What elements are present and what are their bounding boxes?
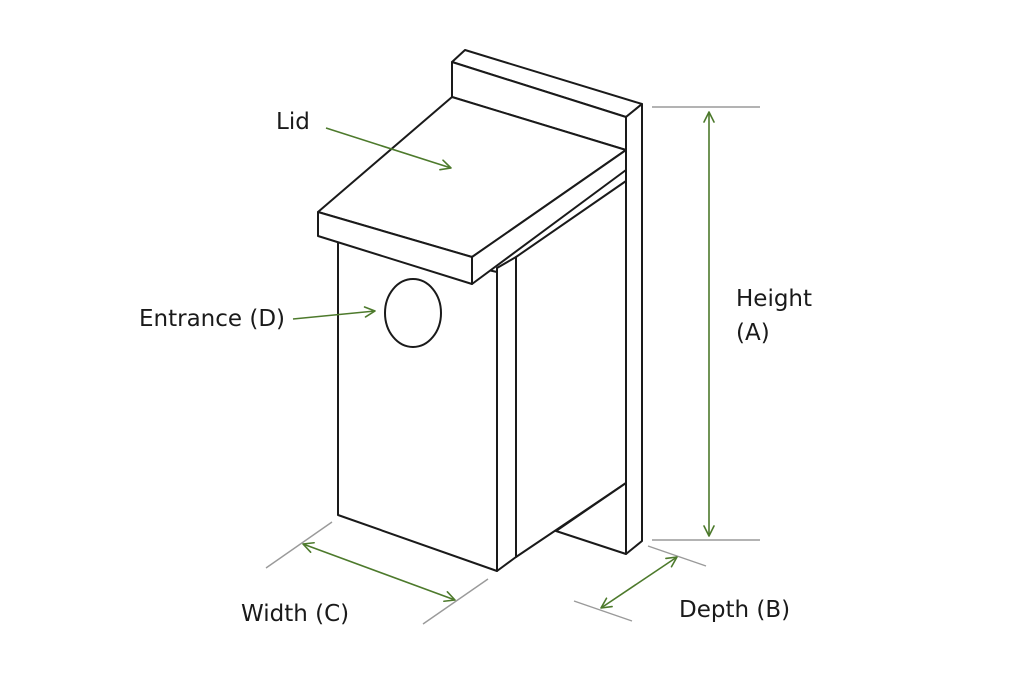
lid-label: Lid <box>276 109 310 135</box>
back-board-side <box>625 103 643 555</box>
height-label-line1: Height <box>736 286 812 312</box>
back-board-lower <box>555 482 627 555</box>
lid <box>317 96 627 285</box>
width-dimension-arrow <box>302 541 456 603</box>
front-board-edge <box>496 256 517 572</box>
depth-dimension-arrow <box>600 556 678 609</box>
depth-guide-front <box>573 600 633 622</box>
lid-pointer-arrow <box>325 127 452 171</box>
entrance-label: Entrance (D) <box>139 306 285 332</box>
guide-lines <box>265 106 760 625</box>
width-guide-left <box>265 521 333 569</box>
width-label: Width (C) <box>241 601 349 627</box>
depth-label: Depth (B) <box>679 597 790 623</box>
entrance-pointer-arrow <box>292 306 376 320</box>
entrance-hole <box>384 278 442 348</box>
lid-side-edge <box>471 149 627 285</box>
dimension-arrows <box>292 111 715 609</box>
width-guide-right <box>422 578 489 625</box>
height-label-line2: (A) <box>736 320 770 346</box>
back-board <box>451 49 643 555</box>
depth-guide-back <box>647 545 707 567</box>
